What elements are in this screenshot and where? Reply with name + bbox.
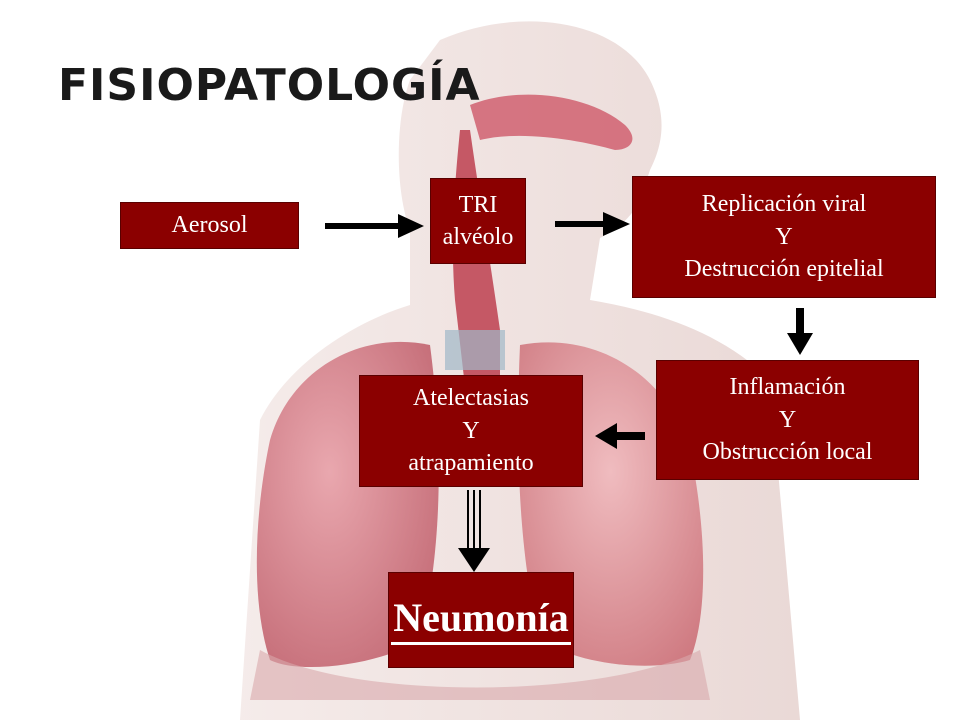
node-atelectasias: Atelectasias Y atrapamiento (359, 375, 583, 487)
node-atelectasias-line-2: Y (462, 417, 480, 444)
node-tri-line-1: TRI (458, 191, 498, 218)
node-atelectasias-line-1: Atelectasias (413, 385, 529, 412)
node-replicacion-viral: Replicación viral Y Destrucción epitelia… (632, 176, 936, 298)
node-aerosol-line-1: Aerosol (171, 212, 248, 239)
node-inflamacion-line-2: Y (778, 406, 797, 433)
page-title: FISIOPATOLOGÍA (58, 60, 481, 111)
node-aerosol: Aerosol (120, 202, 299, 249)
node-inflamacion-line-1: Inflamación (729, 374, 846, 401)
node-inflamacion-line-3: Obstrucción local (702, 439, 873, 466)
node-tri-alveolo: TRI alvéolo (430, 178, 526, 264)
node-tri-line-2: alvéolo (442, 224, 514, 250)
node-neumonia-label: Neumonía (391, 595, 571, 645)
node-replicacion-line-3: Destrucción epitelial (684, 256, 884, 283)
node-neumonia: Neumonía (388, 572, 574, 668)
node-atelectasias-line-3: atrapamiento (408, 450, 534, 477)
node-replicacion-line-2: Y (775, 223, 793, 250)
node-replicacion-line-1: Replicación viral (701, 191, 867, 218)
node-inflamacion: Inflamación Y Obstrucción local (656, 360, 919, 480)
